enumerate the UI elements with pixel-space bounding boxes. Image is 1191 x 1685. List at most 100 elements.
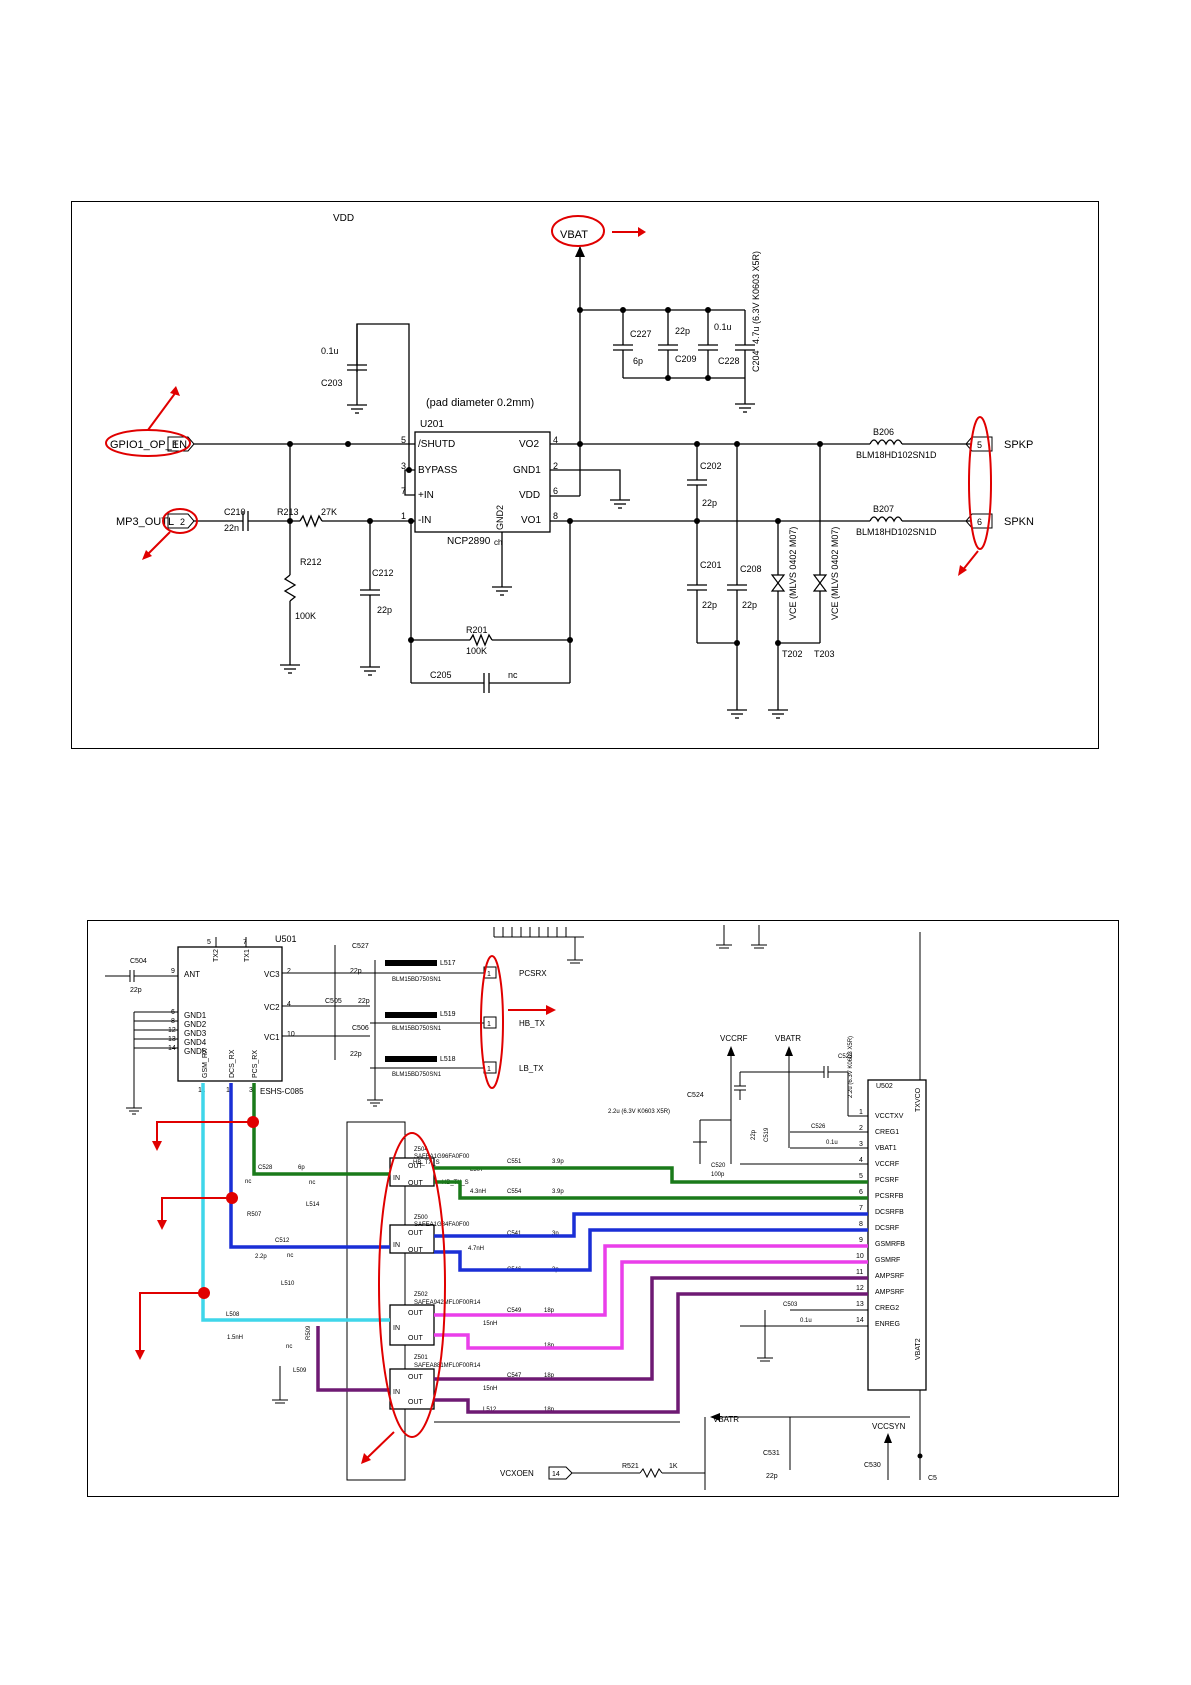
pcs-rfb-path	[434, 1180, 868, 1200]
c531-label: C531	[763, 1450, 780, 1457]
u502-pin-dcsrfb: DCSRFB	[875, 1209, 904, 1216]
ic-u201-ref: U201	[420, 419, 444, 430]
pin-num-2: 2	[553, 461, 558, 471]
l517-value: BLM15BD750SN1	[392, 977, 442, 983]
c204-value: 4.7u (6.3V K0603 X5R)	[751, 251, 761, 344]
l510-label: L510	[281, 1281, 295, 1287]
u502-n3: 3	[859, 1141, 863, 1148]
c527-value: 22p	[350, 968, 362, 975]
t202-label: T202	[782, 649, 803, 659]
gsm-rf-path	[434, 1260, 868, 1350]
pad-note: (pad diameter 0.2mm)	[426, 397, 534, 409]
l519-value: BLM15BD750SN1	[392, 1026, 442, 1032]
c504-value: 22p	[130, 987, 142, 994]
ic-u502	[867, 1079, 927, 1391]
u501-tx1: TX1	[244, 949, 251, 962]
l518-value: BLM15BD750SN1	[392, 1072, 442, 1078]
u501-gsm-rx: GSM_RX	[202, 1048, 209, 1078]
c5x-label: C5	[928, 1475, 937, 1482]
l512-label: L512	[483, 1407, 497, 1413]
u502-n12: 12	[856, 1285, 864, 1292]
u502-pin-vccrf: VCCRF	[875, 1161, 899, 1168]
u501-ref: U501	[275, 934, 297, 944]
u502-n6: 6	[859, 1189, 863, 1196]
l508-label: L508	[226, 1312, 240, 1318]
u502-n2: 2	[859, 1125, 863, 1132]
c528-label: C528	[258, 1165, 273, 1171]
ic-pin-gnd1: GND1	[513, 465, 541, 476]
u502-n5: 5	[859, 1173, 863, 1180]
lbtx-pin: 1	[487, 1066, 491, 1073]
pin-num-1: 1	[401, 511, 406, 521]
z501-label: Z501	[414, 1355, 428, 1361]
spkn-net-label: SPKN	[1004, 516, 1034, 528]
c549-value: 18p	[544, 1308, 555, 1314]
c504-label: C504	[130, 958, 147, 965]
u502-vbat2: VBAT2	[915, 1338, 922, 1360]
ic-pin-shutd: /SHUTD	[418, 439, 455, 450]
pin-num-8: 8	[553, 511, 558, 521]
ic-pin-vo1: VO1	[521, 515, 541, 526]
z504-in: IN	[393, 1175, 400, 1182]
gpio-port-pin: 1	[173, 440, 178, 450]
vbatr-bottom-label: VBATR	[713, 1415, 739, 1424]
c210-value: 22n	[224, 523, 239, 533]
vbatr-label: VBATR	[775, 1034, 801, 1043]
l517-bead	[385, 960, 437, 966]
b207-label: B207	[873, 504, 894, 514]
c209-value: 22p	[675, 326, 690, 336]
vbat-annotation-ellipse	[551, 215, 605, 247]
c547-label: C547	[507, 1373, 522, 1379]
mp3-annotation-ellipse	[162, 508, 198, 534]
c205-label: C205	[430, 670, 452, 680]
z502-outb: OUT	[408, 1335, 424, 1342]
amps-rf-path	[434, 1276, 868, 1381]
c541-label: C541	[507, 1231, 522, 1237]
z501-out: OUT	[408, 1374, 424, 1381]
u502-n4: 4	[859, 1157, 863, 1164]
z500-in: IN	[393, 1242, 400, 1249]
c202-value: 22p	[702, 498, 717, 508]
c531-value: 22p	[766, 1473, 778, 1480]
u502-pin-creg1: CREG1	[875, 1129, 899, 1136]
gpio-net-label: GPIO1_OP_EN	[110, 439, 187, 451]
c551-label: C551	[507, 1159, 522, 1165]
r213-label: R213	[277, 507, 299, 517]
saw-z502	[389, 1304, 435, 1346]
l509-label: L509	[293, 1368, 307, 1374]
c528-value: 6p	[298, 1165, 305, 1171]
vccsyn-label: VCCSYN	[872, 1422, 906, 1431]
l509-value: nc	[286, 1344, 292, 1350]
l507-value: 4.3nH	[470, 1189, 486, 1195]
c208-value: 22p	[742, 600, 757, 610]
c212-label: C212	[372, 568, 394, 578]
vcxoen-port	[548, 1466, 573, 1480]
ic-ch-label: ch	[494, 538, 502, 547]
u501-vc3: VC3	[264, 970, 280, 979]
u501-p7: 7	[243, 939, 247, 946]
u501-p2: 2	[287, 968, 291, 975]
z502-value: SAFEA942MFL0F00R14	[414, 1300, 481, 1306]
amplifier-schematic: VDD U201 (pad diameter 0.2mm) NCP2890 /S…	[105, 213, 1034, 719]
u501-gnd5: GND5	[184, 1047, 207, 1056]
pin-num-6: 6	[553, 486, 558, 496]
u502-n11: 11	[856, 1269, 863, 1276]
u502-pin-dcsrf: DCSRF	[875, 1225, 899, 1232]
c210-label: C210	[224, 507, 246, 517]
z501-in: IN	[393, 1389, 400, 1396]
lbtx-label: LB_TX	[519, 1064, 544, 1073]
u501-p4: 4	[287, 1001, 291, 1008]
c227-label: C227	[630, 329, 652, 339]
mp3-port	[167, 513, 195, 529]
z500-label: Z500	[414, 1215, 428, 1221]
u502-n14: 14	[856, 1317, 864, 1324]
b206-label: B206	[873, 427, 894, 437]
u501-vc1: VC1	[264, 1033, 280, 1042]
dcs-rfb-path	[434, 1212, 868, 1238]
c551-value: 3.9p	[552, 1159, 564, 1165]
u501-p5: 5	[207, 939, 211, 946]
u501-gnd1: GND1	[184, 1011, 207, 1020]
l518-label: L518	[440, 1056, 456, 1063]
u501-p9: 9	[171, 968, 175, 975]
